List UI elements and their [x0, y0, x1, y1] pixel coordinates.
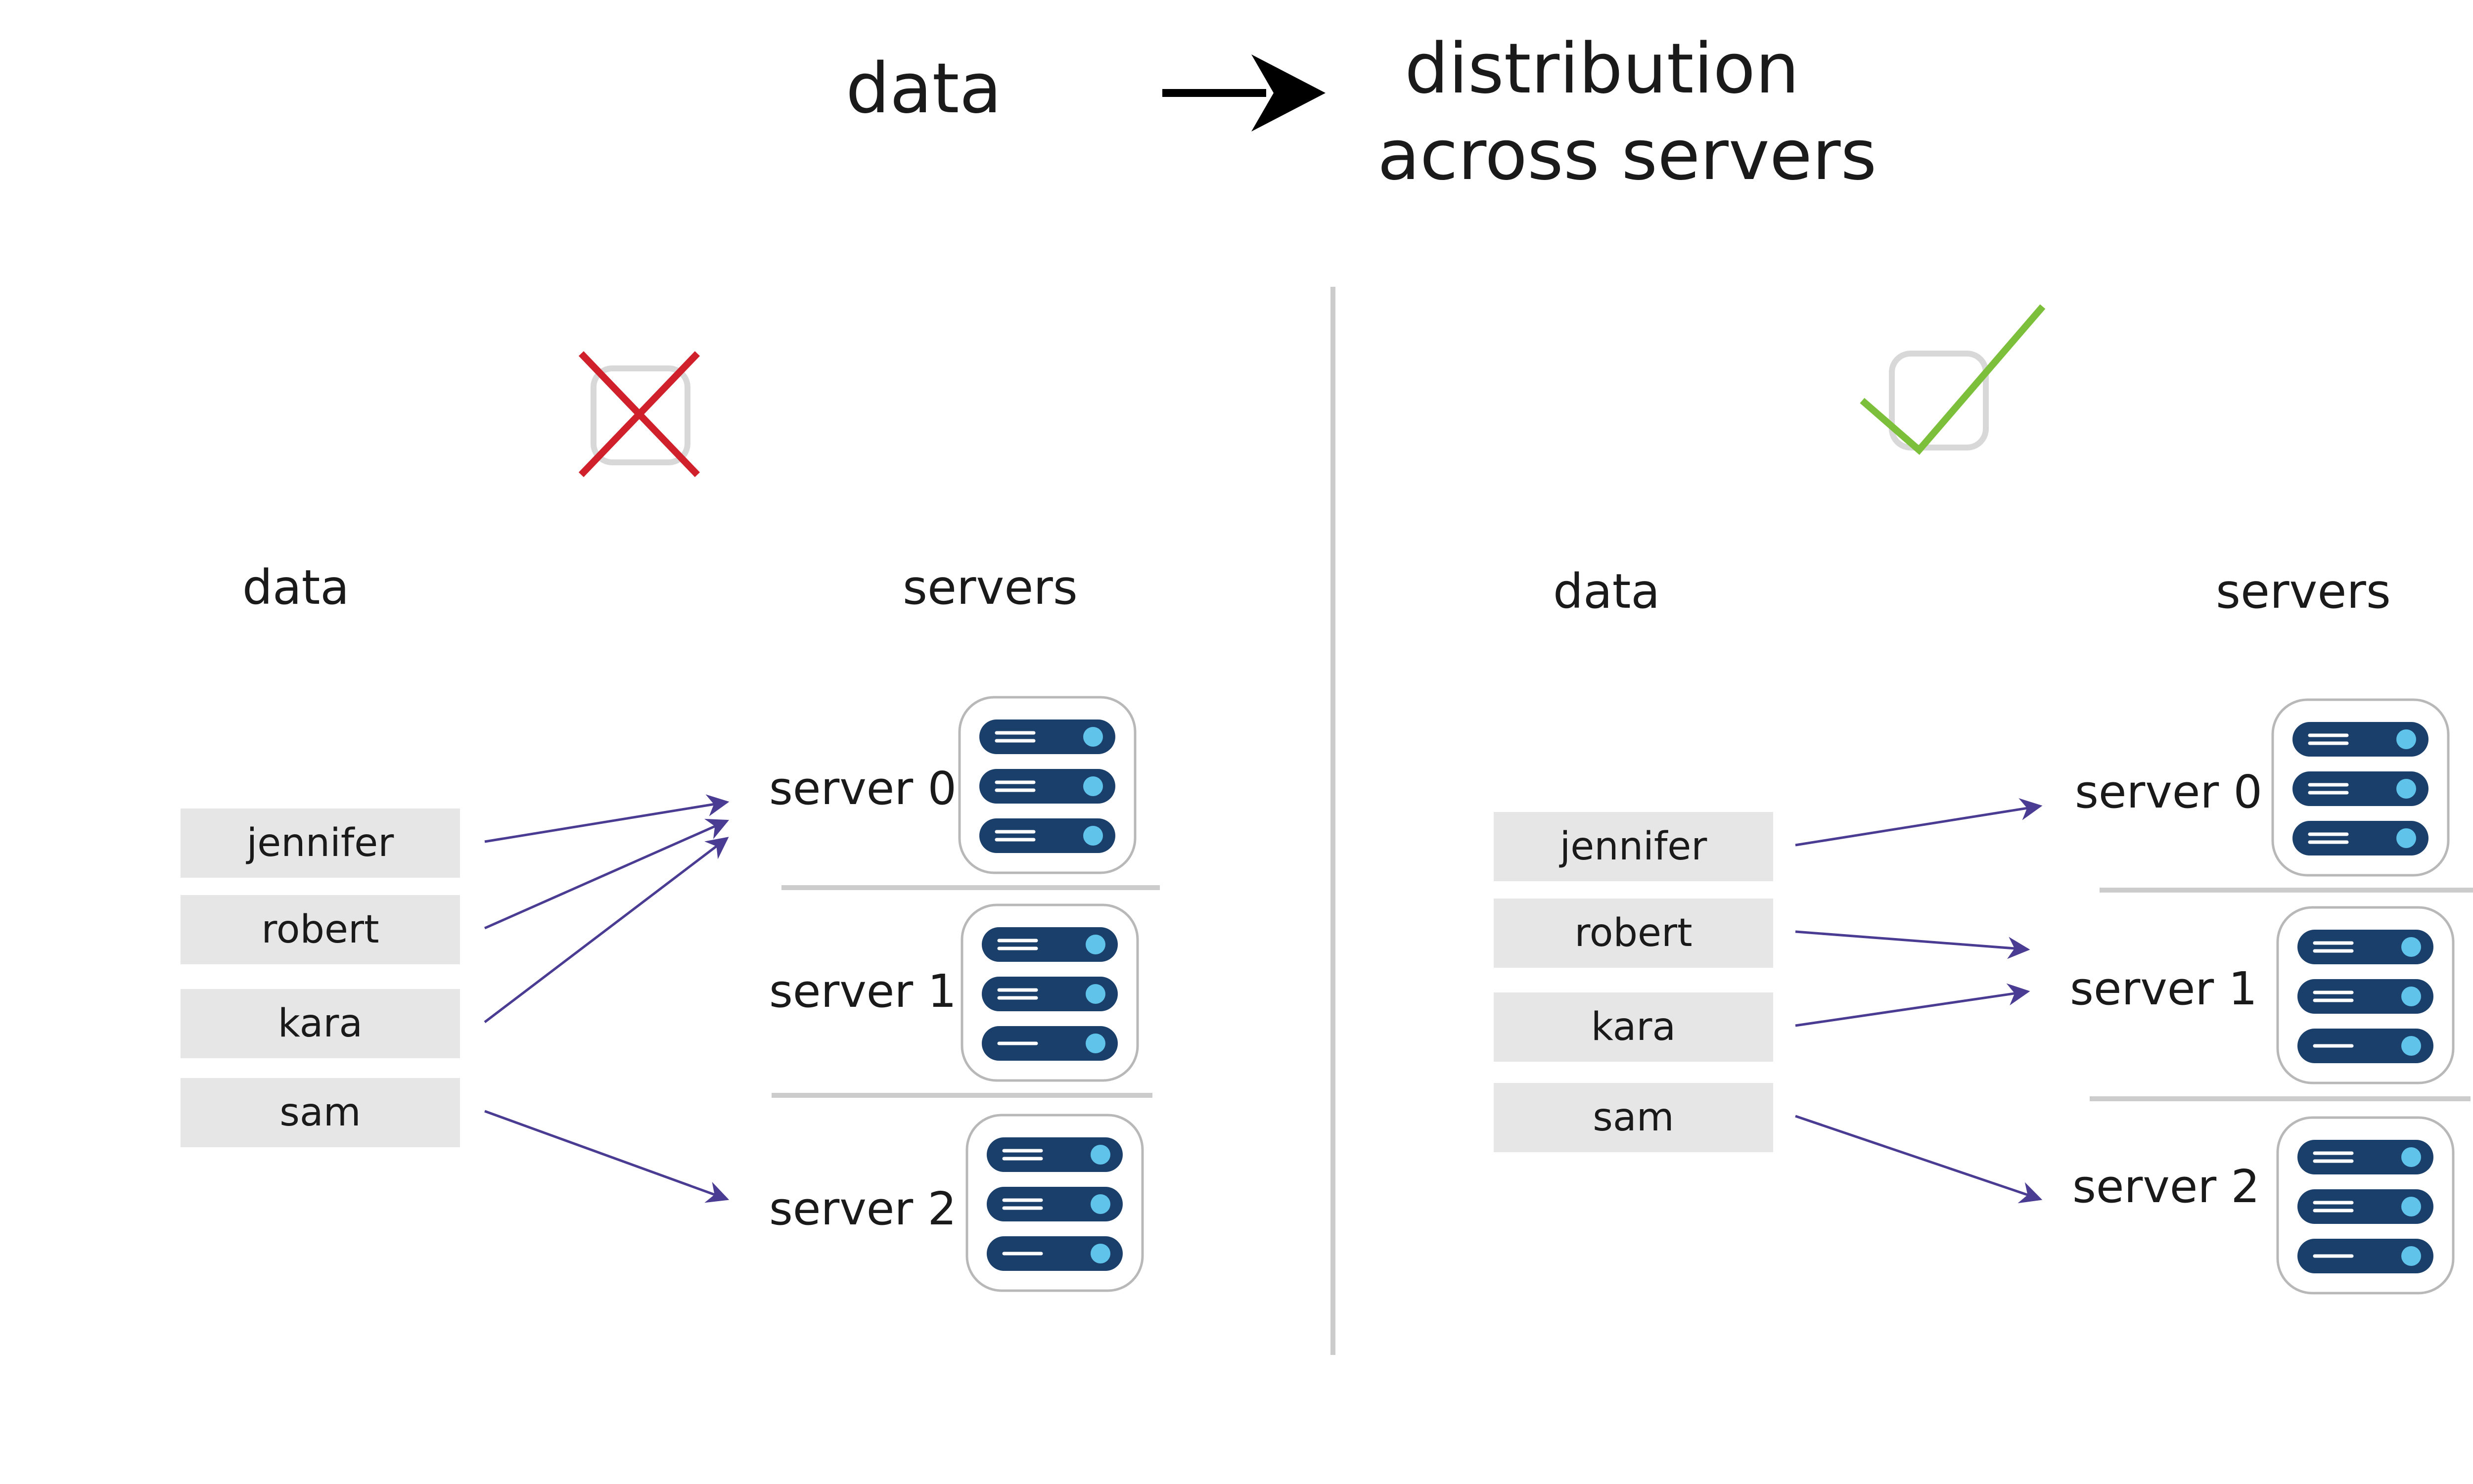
panel1-server-2-icon	[965, 1114, 1144, 1292]
panel2-servers-header: servers	[2216, 564, 2391, 619]
title-right-line2: across servers	[1377, 115, 1877, 196]
panel1-server-2-label: server 2	[769, 1182, 957, 1235]
panel1-arrow-sam-to-server-2	[484, 1110, 730, 1203]
panel2-server-2-label: server 2	[2072, 1160, 2260, 1213]
check-mark-icon	[1860, 304, 2046, 455]
panel1-data-header: data	[242, 560, 350, 615]
title-left: data	[846, 48, 1002, 129]
panel2-arrow-sam-to-server-2	[1795, 1115, 2043, 1204]
panel2-arrow-jennifer-to-server-0	[1795, 798, 2043, 847]
panel1-server-1-label: server 1	[769, 965, 957, 1018]
panel1-server-0-icon	[958, 696, 1137, 874]
panel1-item-jennifer: jennifer	[181, 809, 460, 878]
panel2-item-kara: kara	[1494, 992, 1773, 1062]
panel1-servers-header: servers	[903, 560, 1078, 615]
panel2-item-sam: sam	[1494, 1083, 1773, 1152]
panel2-item-robert: robert	[1494, 899, 1773, 968]
panel-divider	[1330, 287, 1335, 1355]
panel1-item-sam: sam	[181, 1078, 460, 1147]
panel2-server-0-label: server 0	[2075, 765, 2263, 818]
panel2-server-1-label: server 1	[2070, 962, 2258, 1015]
panel1-arrow-kara-to-server-0	[484, 837, 729, 1023]
panel2-data-header: data	[1553, 564, 1660, 619]
panel1-item-robert: robert	[181, 895, 460, 964]
panel2-server-2-icon	[2276, 1116, 2455, 1295]
x-mark-icon	[578, 351, 700, 477]
panel1-arrow-jennifer-to-server-0	[484, 794, 730, 843]
panel1-server-0-label: server 0	[769, 762, 957, 815]
panel2-server-0-icon	[2271, 698, 2450, 877]
panel2-arrow-kara-to-server-1	[1795, 983, 2030, 1027]
panel1-server-1-icon	[961, 903, 1139, 1082]
panel2-arrow-robert-to-server-1	[1795, 930, 2030, 959]
panel1-arrow-robert-to-server-0	[484, 818, 730, 930]
panel2-item-jennifer: jennifer	[1494, 812, 1773, 881]
title-right-line1: distribution	[1405, 29, 1799, 109]
panel2-server-1-icon	[2276, 906, 2455, 1084]
panel1-item-kara: kara	[181, 989, 460, 1058]
